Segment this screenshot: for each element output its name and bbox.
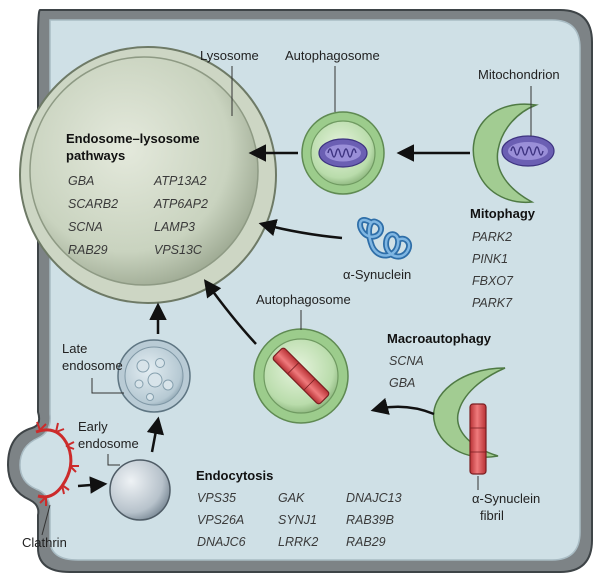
gene-gba-macro: GBA: [389, 376, 415, 390]
gene-rab29: RAB29: [68, 243, 108, 257]
mitochondrion-icon: [501, 135, 555, 167]
gene-dnajc6: DNAJC6: [197, 535, 246, 549]
gene-dnajc13: DNAJC13: [346, 491, 402, 505]
late-endosome: [117, 339, 191, 413]
gene-park2: PARK2: [472, 230, 512, 244]
alpha-synuclein-label: α-Synuclein: [343, 267, 411, 282]
arrow-phagophore-to-autophagosome: [370, 397, 435, 416]
gene-lrrk2: LRRK2: [278, 535, 318, 549]
early-endosome-leader: [107, 454, 120, 466]
gene-atp13a2: ATP13A2: [153, 174, 207, 188]
mitophagy-title: Mitophagy: [470, 206, 536, 221]
early-endosome: [109, 459, 171, 521]
macroautophagy-phagophore: [432, 367, 506, 475]
late-endosome-label-line1: Late: [62, 341, 87, 356]
late-endosome-label-line2: endosome: [62, 358, 123, 373]
fibril-icon: [469, 403, 487, 475]
arrow-clathrin-to-early-endosome: [77, 476, 108, 494]
mitophagy-pathway: Mitophagy PARK2 PINK1 FBXO7 PARK7: [470, 206, 536, 310]
gene-gba: GBA: [68, 174, 94, 188]
lysosome: [19, 46, 277, 304]
fibril-label-line1: α-Synuclein: [472, 491, 540, 506]
autophagosome-mid: [253, 328, 349, 424]
gene-fbxo7: FBXO7: [472, 274, 514, 288]
macroautophagy-title: Macroautophagy: [387, 331, 492, 346]
arrow-early-to-late-endosome: [146, 416, 165, 453]
gene-vps26a: VPS26A: [197, 513, 244, 527]
gene-rab29-endo: RAB29: [346, 535, 386, 549]
gene-gak: GAK: [278, 491, 305, 505]
gene-scarb2: SCARB2: [68, 197, 118, 211]
endo-lysosome-title-line2: pathways: [66, 148, 125, 163]
mitophagy-phagophore: [472, 103, 555, 204]
engulfed-mitochondrion: [318, 138, 368, 168]
gene-scna-macro: SCNA: [389, 354, 424, 368]
gene-pink1: PINK1: [472, 252, 508, 266]
mitochondrion-label: Mitochondrion: [478, 67, 560, 82]
gene-rab39b: RAB39B: [346, 513, 394, 527]
early-endosome-label-line2: endosome: [78, 436, 139, 451]
early-endosome-label-line1: Early: [78, 419, 108, 434]
endocytosis-pathway: Endocytosis VPS35 GAK DNAJC13 VPS26A SYN…: [196, 468, 402, 549]
late-endosome-leader: [91, 378, 124, 394]
clathrin-label: Clathrin: [22, 535, 67, 550]
gene-scna: SCNA: [68, 220, 103, 234]
autophagosome-mid-label: Autophagosome: [256, 292, 351, 307]
gene-lamp3: LAMP3: [154, 220, 195, 234]
gene-synj1: SYNJ1: [278, 513, 317, 527]
endo-lysosome-title-line1: Endosome–lysosome: [66, 131, 200, 146]
gene-atp6ap2: ATP6AP2: [153, 197, 208, 211]
engulfed-fibril: [272, 347, 330, 405]
autophagosome-top: [301, 111, 385, 195]
clathrin-coat: [35, 421, 79, 506]
lysosome-label: Lysosome: [200, 48, 259, 63]
arrow-synuclein-to-lysosome: [258, 219, 343, 240]
pathway-arrows: [77, 144, 470, 494]
endo-lysosome-pathways: Endosome–lysosome pathways GBA ATP13A2 S…: [66, 131, 208, 257]
fibril-label-line2: fibril: [480, 508, 504, 523]
alpha-synuclein-icon: [357, 217, 412, 260]
autophagosome-top-label: Autophagosome: [285, 48, 380, 63]
gene-vps13c: VPS13C: [154, 243, 203, 257]
gene-park7: PARK7: [472, 296, 513, 310]
arrow-autophagosome-mid-to-lysosome: [203, 279, 257, 345]
gene-vps35: VPS35: [197, 491, 236, 505]
clathrin-leader: [41, 504, 51, 536]
endocytosis-title: Endocytosis: [196, 468, 273, 483]
macroautophagy-pathway: Macroautophagy SCNA GBA: [387, 331, 492, 390]
